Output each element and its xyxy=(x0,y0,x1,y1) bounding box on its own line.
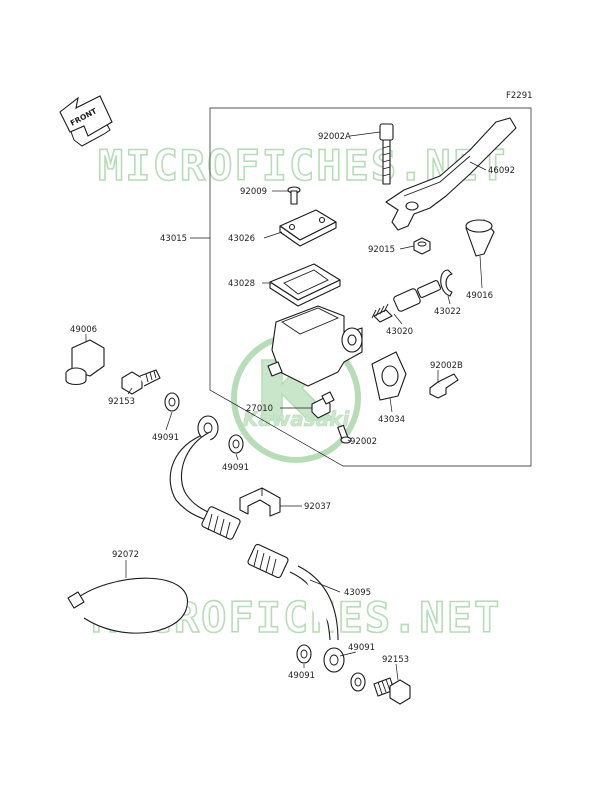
reservoir-cap-43026 xyxy=(279,209,337,247)
assembly-outline xyxy=(209,107,532,467)
label-92002a: 92002A xyxy=(318,132,351,142)
cap-49006 xyxy=(65,339,105,386)
bolt-92002b xyxy=(429,373,459,399)
screw-92009 xyxy=(287,186,301,205)
label-49016: 49016 xyxy=(466,291,493,301)
boot-49016 xyxy=(465,219,495,257)
washer-49091-b xyxy=(228,434,244,454)
washer-49091-d xyxy=(350,672,366,692)
label-43028: 43028 xyxy=(228,279,255,289)
washer-49091-a xyxy=(164,392,180,412)
switch-27010 xyxy=(311,391,335,419)
washer-49091-c xyxy=(296,644,312,664)
label-49006: 49006 xyxy=(70,325,97,335)
label-49091-a: 49091 xyxy=(152,433,179,443)
label-43026: 43026 xyxy=(228,234,255,244)
banjo-bolt-92153-lower xyxy=(373,677,411,705)
holder-43034 xyxy=(371,351,407,401)
label-43034: 43034 xyxy=(378,415,405,425)
front-arrow-icon: FRONT xyxy=(59,95,113,147)
label-49091-d: 49091 xyxy=(288,671,315,681)
piston-kit-43020 xyxy=(371,280,441,323)
diaphragm-43028 xyxy=(269,263,341,307)
label-27010: 27010 xyxy=(246,404,273,414)
label-92153-lower: 92153 xyxy=(382,655,409,665)
bolt-92002 xyxy=(337,424,352,444)
label-92037: 92037 xyxy=(304,502,331,512)
label-43095: 43095 xyxy=(344,588,371,598)
nut-92015 xyxy=(413,237,431,255)
circlip-43022 xyxy=(440,269,453,297)
clamp-92037 xyxy=(239,487,281,517)
banjo-fitting-lower xyxy=(323,647,345,673)
brake-lever-46092 xyxy=(385,117,517,231)
label-92015: 92015 xyxy=(368,245,395,255)
label-92072: 92072 xyxy=(112,550,139,560)
banjo-fitting-upper xyxy=(197,415,219,441)
part-labels: 92002A 46092 92009 43015 43026 92015 430… xyxy=(70,132,515,681)
brake-hose-43095 xyxy=(169,431,339,641)
figure-code: F2291 xyxy=(506,91,533,101)
label-92153-upper: 92153 xyxy=(108,397,135,407)
band-92072 xyxy=(67,577,189,634)
label-43022: 43022 xyxy=(434,307,461,317)
label-43020: 43020 xyxy=(386,327,413,337)
leader-lines xyxy=(85,131,487,681)
label-92002: 92002 xyxy=(350,437,377,447)
label-46092: 46092 xyxy=(488,166,515,176)
label-49091-c: 49091 xyxy=(348,643,375,653)
master-cylinder-body xyxy=(267,305,363,387)
label-49091-b: 49091 xyxy=(222,463,249,473)
banjo-bolt-92153-upper xyxy=(121,369,161,395)
label-92002b: 92002B xyxy=(430,361,463,371)
label-92009: 92009 xyxy=(240,187,267,197)
label-43015: 43015 xyxy=(160,234,187,244)
